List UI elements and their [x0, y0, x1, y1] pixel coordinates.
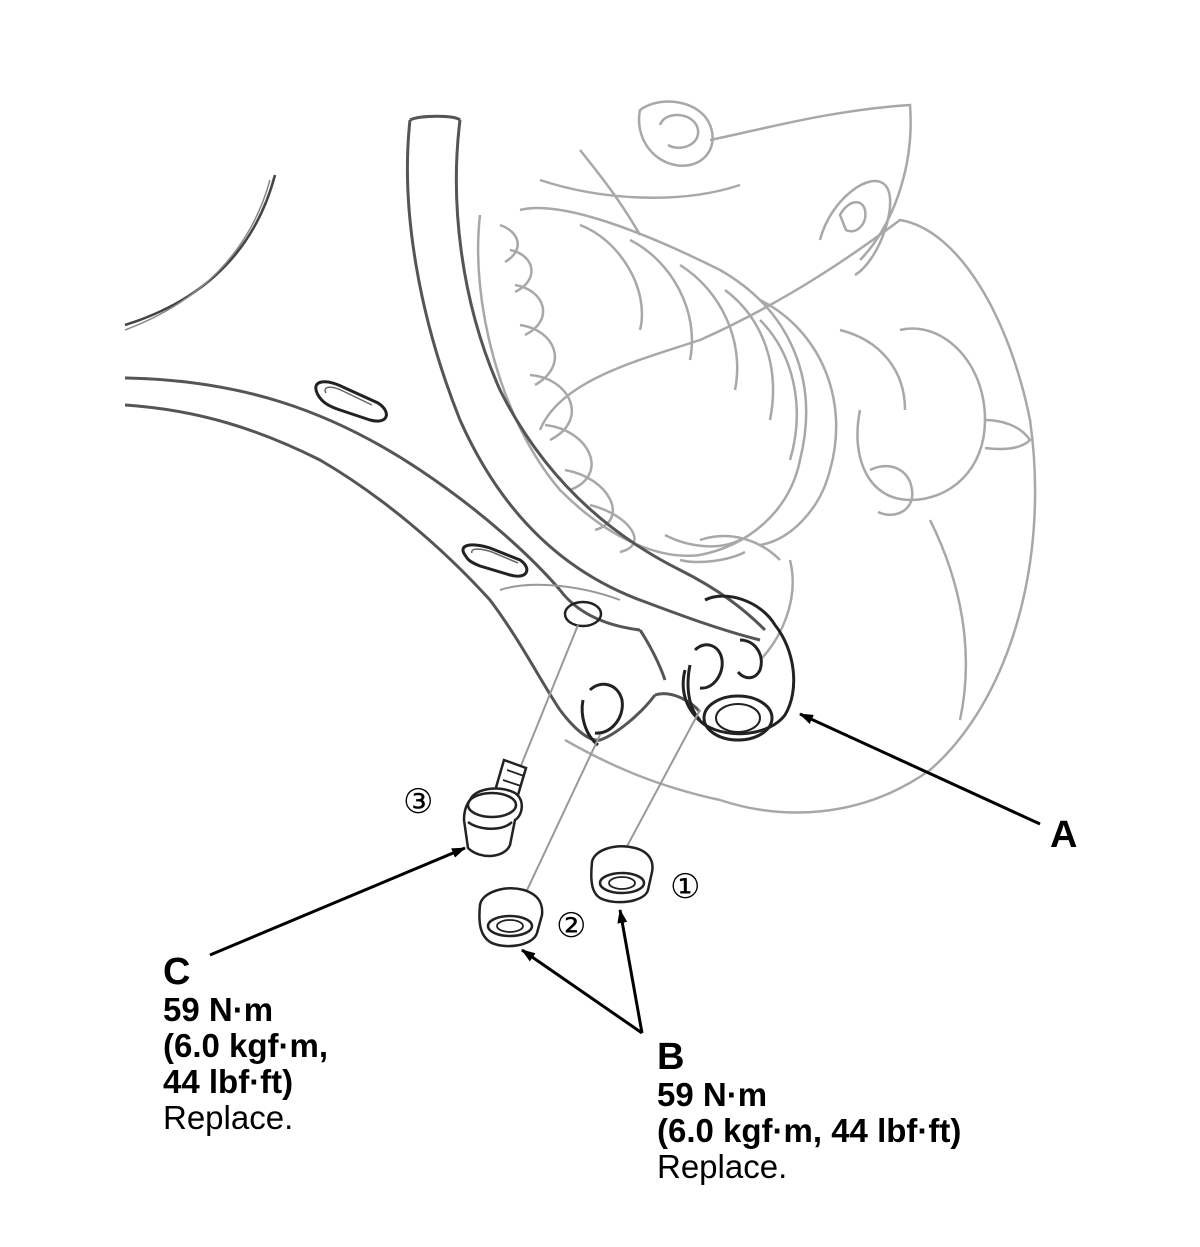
callout-b-letter: B	[657, 1036, 685, 1078]
lower-control-arm	[124, 114, 767, 742]
leader-arrows	[209, 712, 1041, 1035]
nut-1	[590, 845, 654, 904]
sequence-number-2: ②	[556, 906, 587, 946]
callout-c-torque-nm: 59 N·m	[163, 991, 274, 1028]
cv-boot	[476, 206, 808, 557]
bolt-hole	[563, 600, 603, 628]
arrow-b-nut2	[521, 948, 643, 1035]
callout-c-torque-alt-1: (6.0 kgf·m,	[163, 1027, 329, 1064]
callout-b: B 59 N·m (6.0 kgf·m, 44 lbf·ft) Replace.	[657, 1037, 961, 1185]
bolt-c	[462, 758, 528, 858]
callout-c-letter: C	[163, 951, 191, 993]
callout-b-torque-alt: (6.0 kgf·m, 44 lbf·ft)	[657, 1112, 962, 1149]
callout-a-letter: A	[1050, 814, 1078, 856]
arrow-c	[209, 846, 466, 957]
ball-joint-bushing	[580, 594, 796, 747]
callout-b-torque-nm: 59 N·m	[657, 1076, 768, 1113]
arrow-b-nut1	[617, 909, 644, 1034]
callout-b-note: Replace.	[657, 1148, 788, 1185]
arm-slots	[314, 380, 529, 578]
sequence-number-3: ③	[403, 782, 434, 822]
knuckle-hub-outline	[538, 100, 1037, 814]
body-arc	[124, 174, 277, 331]
nut-2	[478, 887, 544, 948]
callout-c-torque-alt-2: 44 lbf·ft)	[163, 1063, 294, 1100]
sequence-number-1: ①	[670, 867, 701, 907]
callout-c: C 59 N·m (6.0 kgf·m, 44 lbf·ft) Replace.	[163, 952, 328, 1136]
callout-c-note: Replace.	[163, 1099, 294, 1136]
arrow-a	[799, 712, 1041, 826]
